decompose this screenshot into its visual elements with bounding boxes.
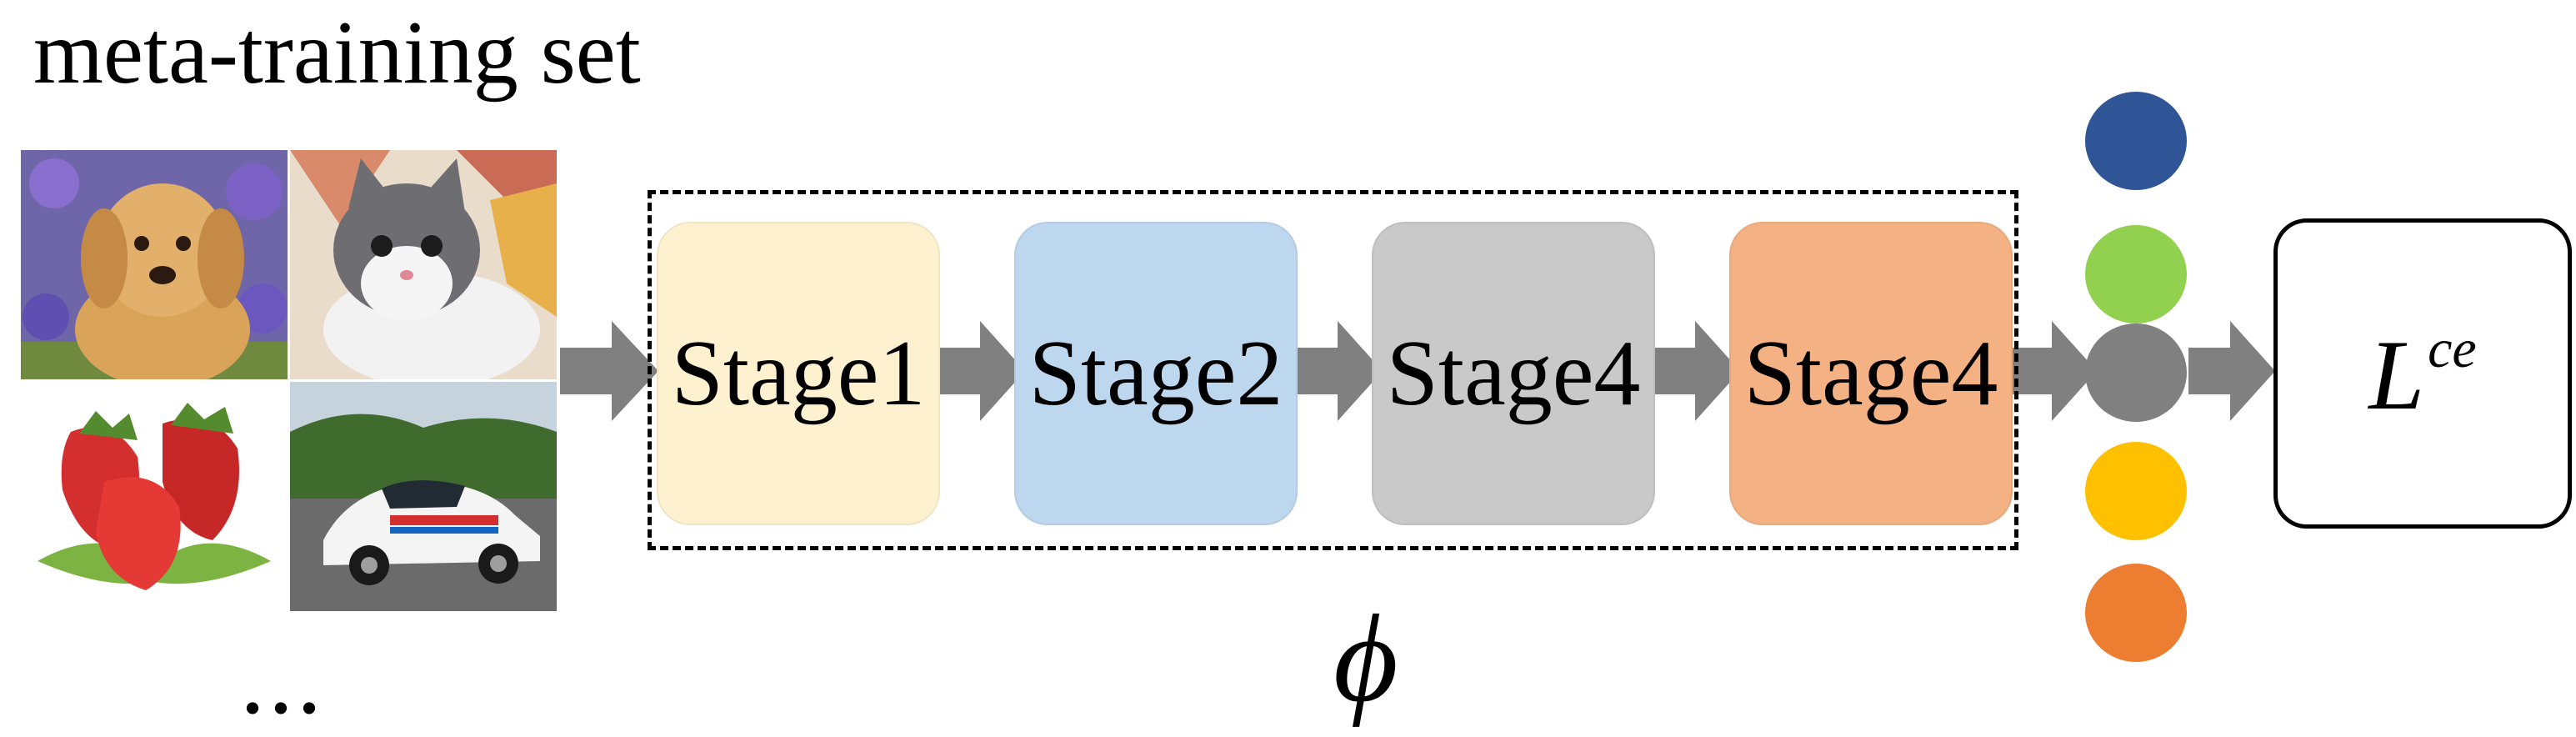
arrow-stage2-to-stage3 (1294, 321, 1383, 421)
stage-box-2: Stage2 (1014, 222, 1298, 525)
loss-label: Lce (2368, 318, 2477, 430)
dog-photo-icon (21, 150, 288, 379)
title: meta-training set (33, 3, 641, 103)
cat-photo-icon (290, 150, 557, 379)
stage-label: Stage4 (1386, 321, 1641, 425)
stage-box-4: Stage4 (1729, 222, 2013, 525)
arrow-stage3-to-stage4 (1652, 321, 1740, 421)
output-dot-2 (2085, 225, 2187, 323)
output-dot-1 (2085, 92, 2187, 190)
arrow-output-to-loss (2188, 321, 2275, 421)
stage-label: Stage1 (671, 321, 926, 425)
arrow-shape (560, 321, 658, 421)
loss-box: Lce (2273, 218, 2572, 529)
backbone-symbol: ϕ (1333, 589, 1398, 728)
race-car-photo-icon (290, 382, 557, 611)
stage-box-1: Stage1 (657, 222, 940, 525)
backbone-dashed-box (648, 190, 2018, 550)
output-dot-5 (2085, 564, 2187, 662)
stage-label: Stage2 (1028, 321, 1283, 425)
stage-label: Stage4 (1743, 321, 1998, 425)
output-dot-3 (2085, 323, 2187, 422)
arrow-stage1-to-stage2 (937, 321, 1025, 421)
stage-box-3: Stage4 (1372, 222, 1655, 525)
strawberries-photo-icon (21, 382, 288, 611)
ellipsis: ... (240, 624, 325, 734)
arrow-input-to-stage1 (560, 321, 658, 421)
arrow-backbone-to-output (2010, 321, 2097, 421)
output-dot-4 (2085, 442, 2187, 540)
